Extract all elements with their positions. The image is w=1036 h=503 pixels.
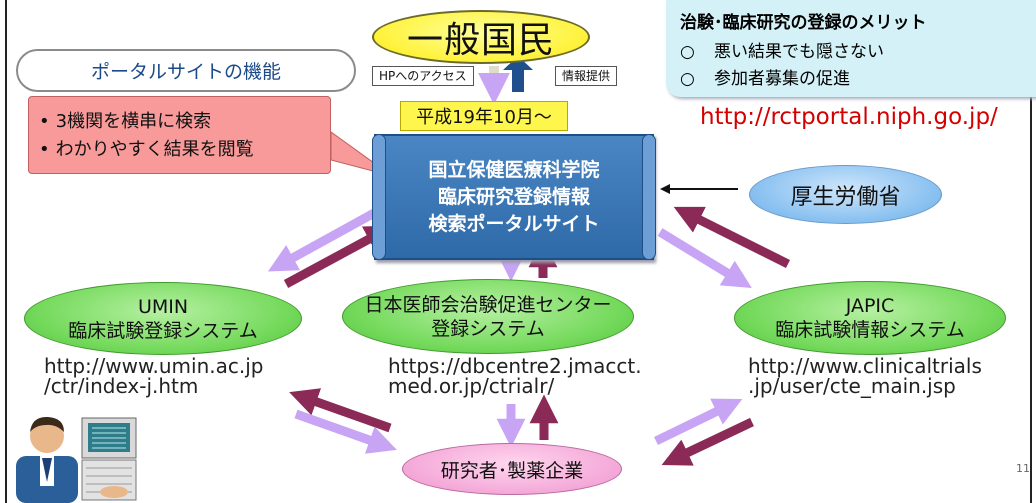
japic-url[interactable]: http://www.clinicaltrials.jp/user/cte_ma… <box>748 354 982 398</box>
slide-border-right <box>1030 0 1032 503</box>
arrow-japic-to-researcher <box>661 417 754 466</box>
scroll-roll-left <box>372 134 386 260</box>
arrow-portal-to-umin <box>267 208 379 272</box>
page-number: 11 <box>1016 462 1030 475</box>
since-date-banner: 平成19年10月～ <box>400 101 568 131</box>
portal-site-scroll: 国立保健医療科学院 臨床研究登録情報 検索ポータルサイト <box>374 134 654 260</box>
umin-system-name: 臨床試験登録システム <box>68 319 258 342</box>
person-at-computer-icon <box>16 416 137 503</box>
portal-line-2: 臨床研究登録情報 <box>437 185 590 208</box>
umin-url[interactable]: http://www.umin.ac.jp/ctr/index-j.htm <box>44 354 264 398</box>
merits-title: 治験･臨床研究の登録のメリット <box>680 13 927 33</box>
jmacct-system-name: 登録システム <box>431 317 545 340</box>
arrow-umin-to-researcher <box>294 409 397 454</box>
feature-callout: •3機関を横串に検索 •わかりやすく結果を閲覧 <box>28 96 331 174</box>
arrow-researcher-to-umin <box>289 388 392 433</box>
arrow-researcher-to-japic <box>654 398 743 446</box>
portal-line-3: 検索ポータルサイト <box>428 212 600 235</box>
arrow-japic-to-portal <box>673 206 791 269</box>
scroll-roll-right <box>642 134 656 260</box>
japic-name: JAPIC <box>845 295 895 317</box>
jmacct-name: 日本医師会治験促進センター <box>364 293 612 316</box>
jmacct-url[interactable]: https://dbcentre2.jmacct.med.or.jp/ctria… <box>388 354 642 398</box>
general-public-ellipse: 一般国民 <box>372 10 590 64</box>
mhlw-ellipse: 厚生労働省 <box>749 165 942 224</box>
merit-item: ○参加者募集の促進 <box>680 69 850 89</box>
portal-url-link[interactable]: http://rctportal.niph.go.jp/ <box>700 104 998 130</box>
slide-border-left <box>5 0 7 503</box>
jmacct-registry-ellipse: 日本医師会治験促進センター登録システム <box>342 279 634 354</box>
circle-marker-icon: ○ <box>680 42 695 62</box>
arrow-umin-to-portal <box>283 225 395 288</box>
umin-name: UMIN <box>137 295 189 318</box>
info-provision-label: 情報提供 <box>555 66 618 86</box>
researcher-pharma-ellipse: 研究者･製薬企業 <box>402 443 622 495</box>
callout-item: •わかりやすく結果を閲覧 <box>39 139 254 160</box>
circle-marker-icon: ○ <box>680 69 695 89</box>
hp-access-label: HPへのアクセス <box>372 66 474 86</box>
bullet-icon: • <box>39 111 50 132</box>
merit-item: ○悪い結果でも隠さない <box>680 42 884 62</box>
bullet-icon: • <box>39 139 50 160</box>
arrow-portal-to-japic <box>657 228 752 288</box>
japic-system-name: 臨床試験情報システム <box>775 319 965 341</box>
callout-item: •3機関を横串に検索 <box>39 111 212 132</box>
portal-line-1: 国立保健医療科学院 <box>428 158 600 181</box>
merits-box: 治験･臨床研究の登録のメリット ○悪い結果でも隠さない ○参加者募集の促進 <box>666 0 1036 97</box>
portal-function-heading: ポータルサイトの機能 <box>16 49 356 92</box>
arrow-info-provision <box>503 56 533 92</box>
